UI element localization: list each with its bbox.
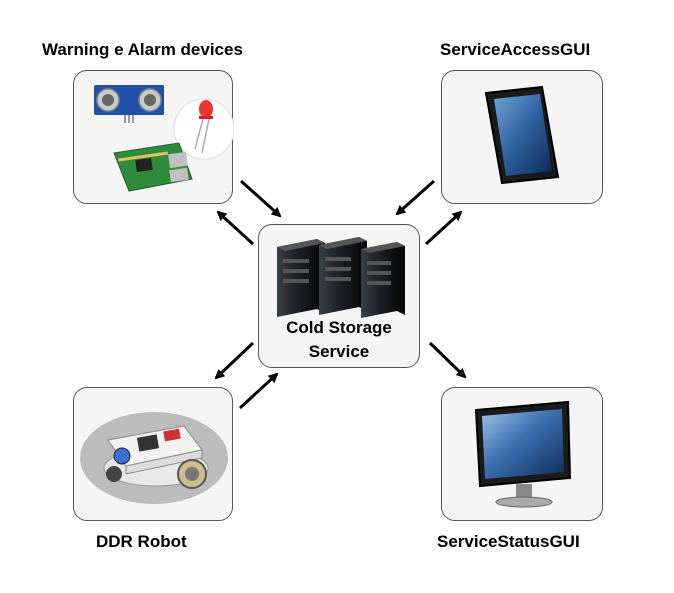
arrow-robot-to-service (238, 372, 279, 410)
alarm-devices-image (94, 85, 235, 192)
arrow-access-to-service (395, 179, 435, 216)
service-status-gui-label: ServiceStatusGUI (437, 532, 580, 551)
tablet-icon (484, 85, 560, 185)
service-access-gui-label: ServiceAccessGUI (440, 40, 591, 59)
alarm-devices-label: Warning e Alarm devices (42, 40, 243, 59)
led-icon (173, 98, 235, 160)
raspberry-pi-icon (113, 142, 193, 192)
arrow-service-to-alarm (216, 210, 255, 246)
alarm-devices-node (73, 70, 235, 204)
cold-storage-title-line2: Service (308, 342, 370, 361)
server-rack-icon (277, 237, 405, 318)
ddr-robot-label: DDR Robot (96, 532, 187, 551)
arrow-service-to-robot (214, 341, 255, 380)
cold-storage-title-line1: Cold Storage (286, 318, 392, 337)
robot-image (80, 412, 228, 504)
robot-icon (103, 425, 209, 489)
cold-storage-service-node: Cold Storage Service (258, 224, 420, 368)
service-access-gui-node (441, 70, 603, 204)
arrow-service-to-access (424, 210, 463, 246)
ddr-robot-node (73, 387, 233, 521)
monitor-icon (474, 400, 572, 508)
ultrasonic-sensor-icon (94, 85, 164, 123)
arrow-alarm-to-service (239, 179, 282, 218)
arrow-service-to-status (428, 341, 467, 379)
service-status-gui-node (441, 387, 603, 521)
